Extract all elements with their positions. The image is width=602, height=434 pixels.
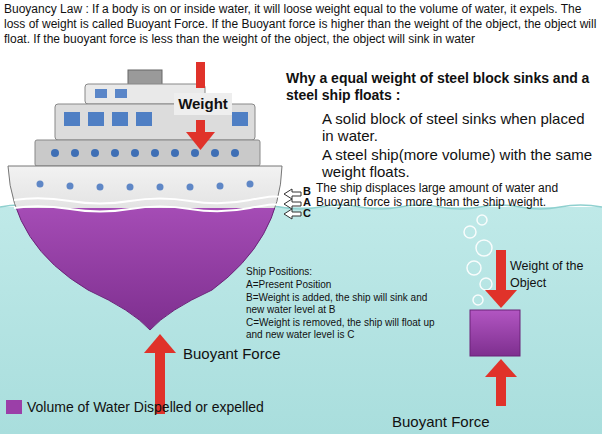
level-letter: B [303, 186, 311, 197]
ship [8, 70, 282, 330]
force-label: Weight of the Object [510, 258, 600, 292]
position-note: C=Weight is removed, the ship will float… [246, 317, 446, 341]
object-buoyant-arrow [485, 359, 517, 406]
force-label: Buoyant Force [392, 413, 490, 431]
legend-text: Volume of Water Dispelled or expelled [27, 398, 264, 416]
level-pointers [284, 189, 301, 219]
legend-swatch [6, 400, 22, 414]
law-text: Buoyancy Law : If a body is on or inside… [4, 2, 598, 47]
title: Why a equal weight of steel block sinks … [286, 70, 598, 104]
level-letter: A [303, 197, 311, 208]
note: A steel ship(more volume) with the same … [322, 146, 598, 180]
positions-heading: Ship Positions: [246, 266, 446, 278]
level-letter: C [303, 208, 311, 219]
note: A solid block of steel sinks when placed… [322, 110, 594, 144]
position-note: A=Present Position [246, 279, 446, 291]
position-note: B=Weight is added, the ship will sink an… [246, 292, 446, 316]
steel-block [470, 310, 520, 356]
force-label: Weight [174, 93, 232, 115]
force-label: Buoyant Force [183, 345, 281, 363]
note: The ship displaces large amount of water… [316, 181, 598, 209]
